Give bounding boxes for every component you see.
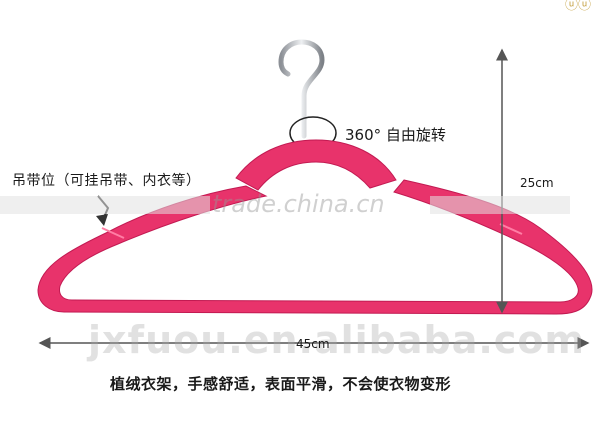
blurred-band-right <box>430 196 570 214</box>
velvet-hanger <box>37 139 593 315</box>
rotation-label: 360° 自由旋转 <box>345 126 446 144</box>
watermark-site: jxfuou.en.alibaba.com <box>88 318 586 362</box>
corner-mark: ⓤⓤ <box>565 0 592 13</box>
height-label: 25cm <box>520 176 554 190</box>
width-label: 45cm <box>296 337 330 351</box>
metal-hook <box>278 39 325 139</box>
strap-pointer-head <box>96 214 108 226</box>
feature-caption: 植绒衣架，手感舒适，表面平滑，不会使衣物变形 <box>110 375 452 393</box>
watermark-trade: trade.china.cn <box>212 190 385 218</box>
blurred-band-left <box>0 196 210 214</box>
strap-position-label: 吊带位（可挂吊带、内衣等） <box>12 173 201 189</box>
